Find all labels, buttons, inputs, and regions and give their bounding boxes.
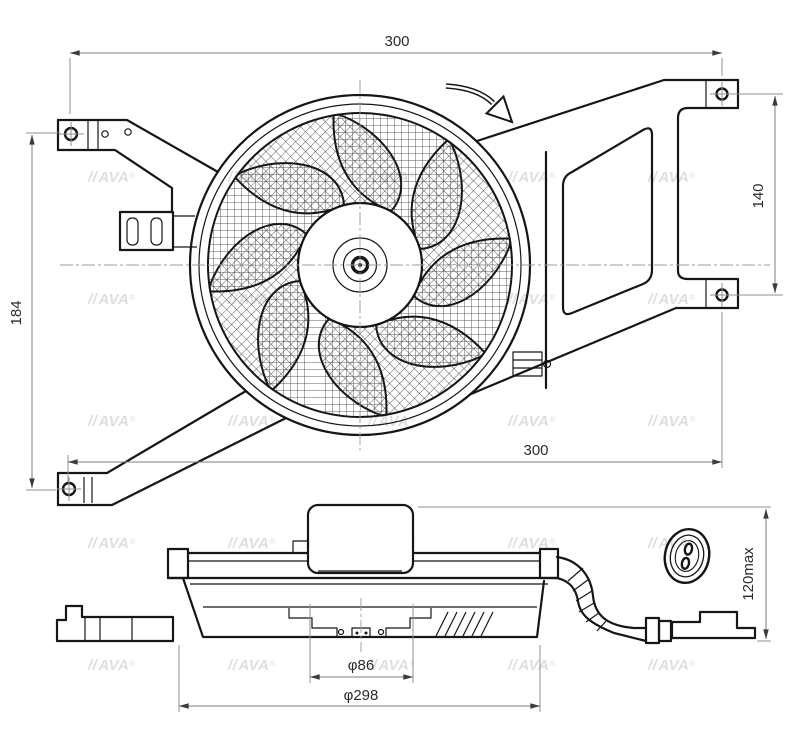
bracket-arm-bottom-left bbox=[56, 389, 288, 507]
dim-label-hub-diameter: φ86 bbox=[348, 657, 374, 674]
dimension-lower-width: 300 bbox=[67, 312, 723, 482]
dim-label-left-mount-spacing: 184 bbox=[8, 300, 25, 325]
dim-label-lower-width: 300 bbox=[523, 442, 548, 459]
connector-icon bbox=[663, 527, 711, 585]
right-foot bbox=[670, 610, 757, 640]
wiring-harness bbox=[555, 555, 757, 645]
small-hole bbox=[101, 130, 109, 138]
bracket-right bbox=[469, 78, 740, 396]
dimension-hub-diameter: φ86 bbox=[309, 604, 414, 683]
rotation-arrow-icon bbox=[445, 83, 514, 124]
dimension-top-width: 300 bbox=[69, 33, 723, 114]
fan-side-view bbox=[55, 503, 757, 652]
dim-label-fan-diameter: φ298 bbox=[344, 687, 379, 704]
dimension-right-mount-spacing: 140 bbox=[730, 93, 783, 296]
dim-label-right-mount-spacing: 140 bbox=[750, 183, 767, 208]
motor-housing bbox=[292, 503, 415, 575]
dimension-max-depth: 120max bbox=[418, 506, 771, 642]
side-slotted-bracket bbox=[118, 210, 197, 252]
dimension-fan-diameter: φ298 bbox=[178, 645, 541, 712]
dim-label-top-width: 300 bbox=[384, 33, 409, 50]
fan-top-view bbox=[56, 69, 770, 507]
left-foot bbox=[55, 604, 175, 643]
ring-body bbox=[181, 576, 548, 639]
bracket-window bbox=[561, 127, 654, 316]
corrugated-tube-ribs bbox=[567, 567, 608, 632]
blade-edge-hatch bbox=[435, 611, 494, 637]
dim-label-max-depth: 120max bbox=[740, 547, 757, 601]
dimension-left-mount-spacing: 184 bbox=[8, 132, 60, 491]
connector-pin bbox=[680, 556, 691, 570]
small-hole bbox=[124, 128, 132, 136]
connector-pin bbox=[683, 542, 694, 556]
shroud-clip bbox=[512, 351, 552, 377]
bracket-arm-top-left bbox=[56, 118, 220, 214]
